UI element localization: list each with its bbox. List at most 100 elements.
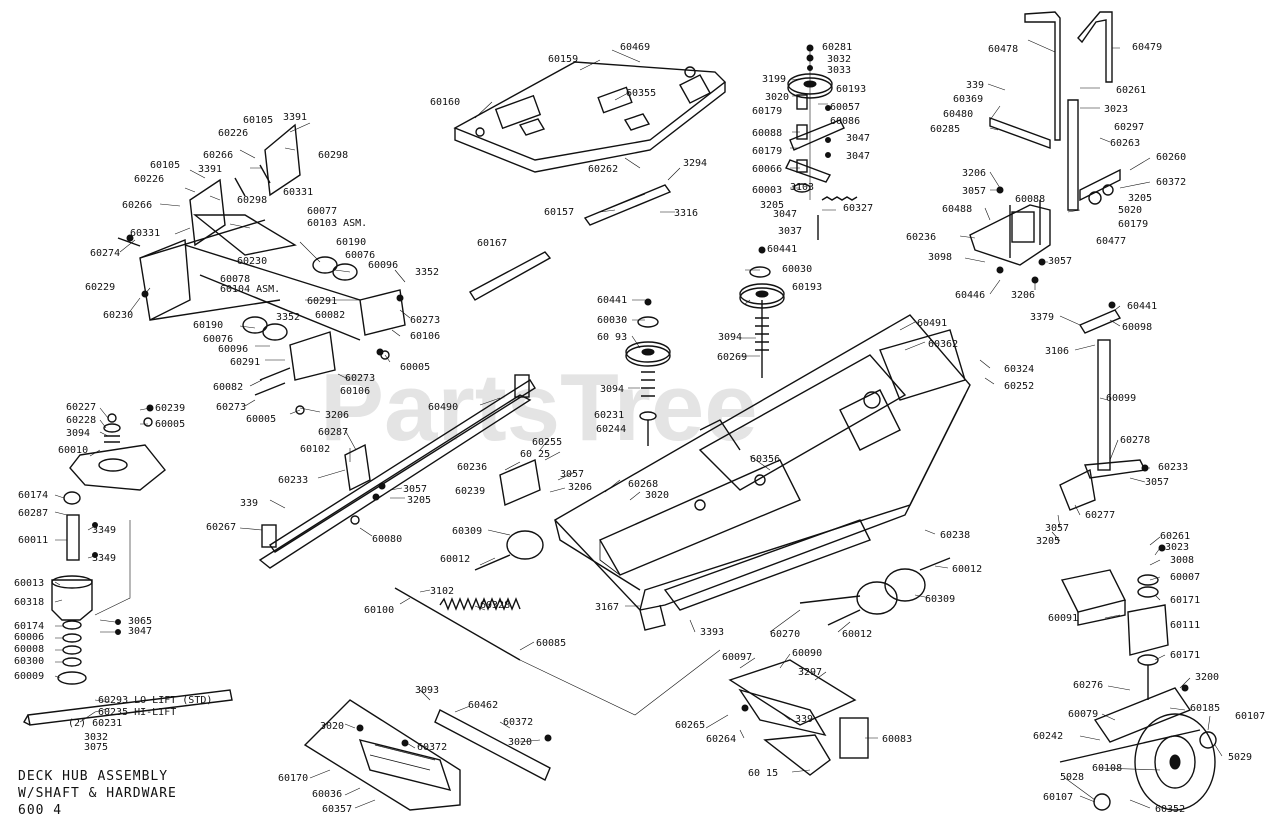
callout-60179b: 60179 bbox=[752, 146, 782, 157]
callout-3206d: 3206 bbox=[568, 482, 592, 493]
callout-60239a: 60239 bbox=[455, 486, 485, 497]
callout-3352a: 3352 bbox=[415, 267, 439, 278]
callout-60030a: 60030 bbox=[782, 264, 812, 275]
callout-60462: 60462 bbox=[468, 700, 498, 711]
callout-3167: 3167 bbox=[595, 602, 619, 613]
callout-60036: 60036 bbox=[312, 789, 342, 800]
callout-60007: 60007 bbox=[1170, 572, 1200, 583]
callout-60298a: 60298 bbox=[318, 150, 348, 161]
callout-60261b: 60261 bbox=[1160, 531, 1190, 542]
idler-pulley-stack-middle bbox=[739, 246, 785, 378]
callout-60233a: 60233 bbox=[278, 475, 308, 486]
callout-60159: 60159 bbox=[548, 54, 578, 65]
callout-60010: 60010 bbox=[58, 445, 88, 456]
callout-5028: 5028 bbox=[1060, 772, 1084, 783]
callout-3037: 3037 bbox=[778, 226, 802, 237]
caption-line-3: 600 4 bbox=[18, 803, 62, 818]
callout-3020c: 3020 bbox=[320, 721, 344, 732]
callout-60086a: 60086 bbox=[830, 116, 860, 127]
callout-60096b: 60096 bbox=[218, 344, 248, 355]
deck-hub-assembly bbox=[23, 404, 233, 726]
callout-5029: 5029 bbox=[1228, 752, 1252, 763]
callout-60469: 60469 bbox=[620, 42, 650, 53]
callout-60193b: 60193 bbox=[792, 282, 822, 293]
callout-60012a: 60012 bbox=[440, 554, 470, 565]
callout-60179c: 60179 bbox=[1118, 219, 1148, 230]
callout-60281: 60281 bbox=[822, 42, 852, 53]
callout-60238: 60238 bbox=[940, 530, 970, 541]
callout-3349b: 3349 bbox=[92, 553, 116, 564]
callout-60082b: 60082 bbox=[213, 382, 243, 393]
idler-pulley-stack-upper bbox=[785, 44, 858, 240]
callout-60111: 60111 bbox=[1170, 620, 1200, 631]
bracket-60167 bbox=[469, 251, 552, 301]
callout-60103: 60103 ASM. bbox=[307, 218, 367, 229]
callout-60226a: 60226 bbox=[218, 128, 248, 139]
callout-60441c: 60441 bbox=[1127, 301, 1157, 312]
callout-3352b: 3352 bbox=[276, 312, 300, 323]
callout-60441a: 60441 bbox=[767, 244, 797, 255]
callout-60003: 60003 bbox=[752, 185, 782, 196]
callout-60083: 60083 bbox=[882, 734, 912, 745]
callout-60446: 60446 bbox=[955, 290, 985, 301]
callout-3020d: 3020 bbox=[508, 737, 532, 748]
callout-3297: 3297 bbox=[798, 667, 822, 678]
front-lift-shaft-assembly bbox=[117, 123, 406, 415]
callout-3391a: 3391 bbox=[283, 112, 307, 123]
tension-spring-assembly bbox=[394, 587, 721, 716]
callout-60265: 60265 bbox=[675, 720, 705, 731]
leader-lines bbox=[54, 39, 1223, 809]
callout-60193a: 60193 bbox=[836, 84, 866, 95]
callout-60268: 60268 bbox=[628, 479, 658, 490]
callout-60227: 60227 bbox=[66, 402, 96, 413]
callout-60009: 60009 bbox=[14, 671, 44, 682]
callout-60174a: 60174 bbox=[18, 490, 48, 501]
callout-60079: 60079 bbox=[1068, 709, 1098, 720]
callout-60293: 60293 LO-LIFT (STD) bbox=[98, 695, 212, 706]
callout-60255: 60255 bbox=[532, 437, 562, 448]
callout-3057c: 3057 bbox=[560, 469, 584, 480]
callout-60480: 60480 bbox=[943, 109, 973, 120]
callout-60287a: 60287 bbox=[318, 427, 348, 438]
lift-bracket-assembly bbox=[969, 99, 1121, 284]
callout-3047d: 3047 bbox=[128, 626, 152, 637]
callout-3094b: 3094 bbox=[600, 384, 624, 395]
callout-labels: 60469 60159 60160 60355 60262 3294 60157… bbox=[14, 42, 1265, 815]
callout-60309b: 60309 bbox=[925, 594, 955, 605]
callout-60078: 60078 bbox=[220, 274, 250, 285]
callout-60171b: 60171 bbox=[1170, 650, 1200, 661]
callout-60276: 60276 bbox=[1073, 680, 1103, 691]
idler-pulley-stack-lower bbox=[625, 298, 671, 446]
callout-3057e: 3057 bbox=[1145, 477, 1169, 488]
callout-60105b: 60105 bbox=[150, 160, 180, 171]
callout-60012b: 60012 bbox=[952, 564, 982, 575]
callout-60318: 60318 bbox=[14, 597, 44, 608]
callout-3200: 3200 bbox=[1195, 672, 1219, 683]
callout-60006: 60006 bbox=[14, 632, 44, 643]
callout-5020: 5020 bbox=[1118, 205, 1142, 216]
callout-3379: 3379 bbox=[1030, 312, 1054, 323]
callout-60269: 60269 bbox=[717, 352, 747, 363]
callout-60102: 60102 bbox=[300, 444, 330, 455]
callout-3057f: 3057 bbox=[1045, 523, 1069, 534]
anti-scalp-bracket-assembly bbox=[728, 659, 869, 776]
callout-60096a: 60096 bbox=[368, 260, 398, 271]
callout-3349a: 3349 bbox=[92, 525, 116, 536]
callout-60005b: 60005 bbox=[246, 414, 276, 425]
callout-3098: 3098 bbox=[928, 252, 952, 263]
callout-60190b: 60190 bbox=[193, 320, 223, 331]
lift-handles bbox=[1024, 11, 1113, 141]
callout-60362: 60362 bbox=[928, 339, 958, 350]
partstree-watermark: PartsTree bbox=[320, 354, 758, 461]
callout-60229: 60229 bbox=[85, 282, 115, 293]
bracket-60157 bbox=[583, 184, 672, 226]
callout-60300: 60300 bbox=[14, 656, 44, 667]
callout-60088a: 60088 bbox=[752, 128, 782, 139]
callout-3057d: 3057 bbox=[403, 484, 427, 495]
callout-60261a: 60261 bbox=[1116, 85, 1146, 96]
callout-339c: 339 bbox=[795, 714, 813, 725]
callout-60005a: 60005 bbox=[400, 362, 430, 373]
callout-3033: 3033 bbox=[827, 65, 851, 76]
callout-60235: 60235 HI-LIFT bbox=[98, 707, 176, 718]
callout-60267: 60267 bbox=[206, 522, 236, 533]
